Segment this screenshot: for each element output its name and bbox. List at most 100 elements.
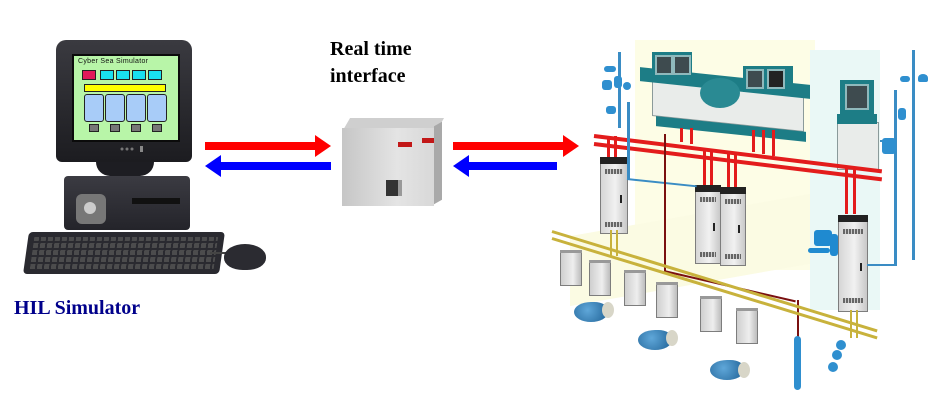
cabinet-top [600, 157, 628, 164]
cabinet-handle [860, 263, 862, 271]
power-feeder [680, 128, 683, 142]
cabinet-vent [700, 252, 716, 257]
bus-feeder [616, 230, 618, 256]
screen-engine [152, 124, 162, 132]
power-feeder [607, 136, 610, 162]
sensor-icon [898, 108, 906, 120]
monitor: Cyber Sea Simulator [56, 40, 192, 162]
switchboard-cabinet [838, 215, 868, 312]
workstation-monitor-icon [814, 230, 832, 246]
power-feeder [703, 150, 706, 190]
screen-generator [105, 94, 125, 122]
arrow-shaft [453, 142, 565, 150]
power-feeder [853, 168, 856, 214]
propeller-icon [666, 330, 678, 346]
thruster-drive-cabinet [736, 308, 758, 344]
power-feeder [752, 130, 755, 152]
screen-engine [89, 124, 99, 132]
cabinet-handle [738, 225, 740, 233]
cube-front [342, 128, 436, 206]
cabinet-vent [605, 222, 623, 227]
screen-engine [131, 124, 141, 132]
console-screen [746, 69, 764, 89]
cabinet-top [838, 215, 868, 222]
switchboard-cabinet [720, 187, 746, 266]
screen-generator [126, 94, 146, 122]
switchboard-cabinet [600, 157, 628, 234]
arrow-to-vessel [453, 135, 579, 157]
real-time-interface-label: Real time interface [330, 36, 412, 90]
screen-title: Cyber Sea Simulator [78, 58, 149, 65]
status-led [422, 138, 436, 143]
thruster-drive-cabinet [624, 270, 646, 306]
cabinet-handle [620, 195, 622, 203]
arrow-shaft [205, 142, 317, 150]
cabinet-vent [843, 229, 863, 234]
hil-simulator-label: HIL Simulator [14, 297, 141, 319]
real-time-interface-box [336, 112, 450, 212]
thruster-drive-cabinet [589, 260, 611, 296]
side-console-desk [837, 114, 877, 124]
monitor-stand [96, 162, 154, 176]
signal-line [894, 90, 897, 266]
azimuth-thruster-icon [574, 302, 608, 322]
console-screen [845, 84, 869, 110]
connector-port [386, 180, 402, 196]
power-feeder [762, 130, 765, 154]
arrow-left-icon [205, 155, 221, 177]
console-display-housing [743, 66, 793, 92]
workstation-keyboard [808, 248, 830, 253]
hil-simulator-computer: Cyber Sea Simulator [0, 30, 280, 280]
azimuth-thruster-icon [638, 330, 672, 350]
screen-block-red [82, 70, 96, 80]
arrow-to-interface [205, 135, 331, 157]
console-screen [655, 55, 673, 75]
thruster-drive-cabinet [656, 282, 678, 318]
arrow-right-icon [315, 135, 331, 157]
hydrophone-icon [832, 350, 842, 360]
cabinet-top [695, 185, 721, 192]
sensor-icon [614, 76, 622, 88]
signal-cable [797, 300, 799, 338]
drive-slot [132, 198, 180, 204]
screen-engine [110, 124, 120, 132]
azimuth-thruster-icon [710, 360, 744, 380]
cabinet-handle [713, 223, 715, 231]
label-line-2: interface [330, 65, 406, 87]
cabinet-vent [843, 298, 863, 303]
screen-block-cyan [100, 70, 114, 80]
bus-feeder [610, 230, 612, 256]
arrow-right-icon [563, 135, 579, 157]
power-feeder [710, 150, 713, 190]
console-display-housing [652, 52, 692, 80]
cabinet-vent [700, 197, 716, 202]
console-screen [673, 55, 691, 75]
mouse [224, 244, 266, 270]
sensor-icon [623, 82, 631, 90]
keyboard [23, 232, 225, 274]
cabinet-vent [605, 169, 623, 174]
thruster-drive-cabinet [560, 250, 582, 286]
power-feeder [845, 168, 848, 214]
keyboard-keys [29, 237, 219, 269]
sensor-icon [604, 66, 616, 72]
simulator-screen: Cyber Sea Simulator [72, 54, 180, 142]
signal-line [867, 264, 897, 266]
sensor-icon [602, 80, 612, 90]
screen-bus-bar [84, 84, 166, 92]
power-feeder [734, 152, 737, 192]
sensor-icon [918, 74, 928, 82]
hydrophone-icon [828, 362, 838, 372]
monitor-buttons-icon [120, 146, 143, 152]
cabinet-top [720, 187, 746, 194]
screen-generator [84, 94, 104, 122]
power-feeder [727, 152, 730, 192]
side-console-body [837, 122, 879, 170]
signal-cable [664, 134, 666, 272]
thruster-drive-cabinet [700, 296, 722, 332]
arrow-to-interface-return [453, 155, 557, 177]
sensor-icon [900, 76, 910, 82]
screen-block-cyan [148, 70, 162, 80]
screen-generator [147, 94, 167, 122]
joystick-panel [700, 78, 740, 108]
